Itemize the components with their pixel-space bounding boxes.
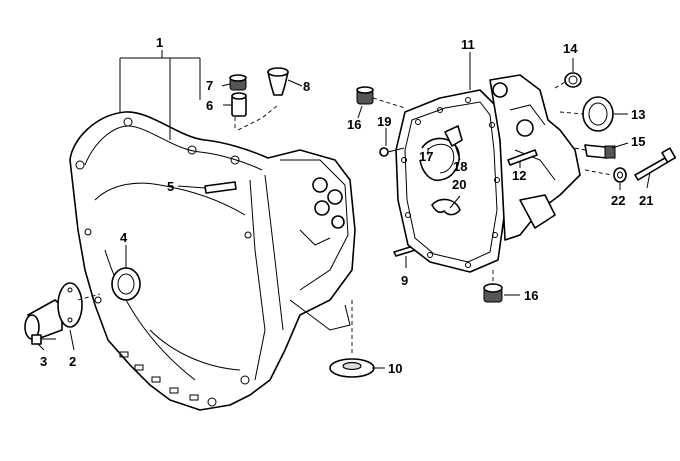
cap-part-14 (564, 72, 582, 88)
alignment-line (574, 147, 586, 151)
plug-part-16-upper (356, 86, 374, 105)
callout-1: 1 (156, 35, 163, 50)
bolt-part-19 (379, 147, 405, 157)
plug-part-8 (267, 67, 289, 96)
callout-11: 11 (461, 37, 475, 52)
callout-19: 19 (377, 114, 391, 129)
plug-part-6 (231, 92, 247, 117)
alignment-line (554, 81, 566, 89)
alignment-line (584, 169, 613, 176)
bell-housing (69, 111, 356, 411)
callout-10: 10 (388, 361, 402, 376)
callout-20: 20 (452, 177, 466, 192)
seal-ring-part-13 (582, 96, 614, 132)
dowel-pin-part-5 (204, 181, 237, 194)
callout-14: 14 (563, 41, 578, 56)
intermediate-plate (395, 74, 581, 273)
callout-9: 9 (401, 273, 408, 288)
alignment-line (372, 97, 406, 109)
washer-part-22 (613, 167, 627, 183)
callout-4: 4 (120, 230, 128, 245)
callout-2: 2 (69, 354, 76, 369)
alignment-line (77, 293, 101, 301)
callout-13: 13 (631, 107, 645, 122)
callout-16-lower: 16 (524, 288, 538, 303)
alignment-line (237, 104, 279, 131)
callout-5: 5 (167, 179, 174, 194)
stud-part-12 (507, 149, 538, 166)
callout-6: 6 (206, 98, 213, 113)
cap-part-7 (229, 74, 247, 91)
plug-part-16-lower (483, 283, 503, 303)
callout-12: 12 (512, 168, 526, 183)
callout-18: 18 (453, 159, 467, 174)
callout-22: 22 (611, 193, 625, 208)
bolt-part-21 (634, 147, 677, 181)
guide-sleeve-part (24, 282, 83, 341)
callout-8: 8 (303, 79, 310, 94)
callout-21: 21 (639, 193, 653, 208)
leader-lines (37, 50, 651, 369)
bolt-part-3 (31, 334, 56, 345)
switch-part-15 (584, 144, 616, 159)
alignment-line (559, 111, 584, 115)
callout-16-upper: 16 (347, 117, 361, 132)
callout-3: 3 (40, 354, 47, 369)
washer-part-10 (329, 358, 375, 378)
callout-7: 7 (206, 78, 213, 93)
callout-15: 15 (631, 134, 645, 149)
callout-17: 17 (419, 149, 433, 164)
